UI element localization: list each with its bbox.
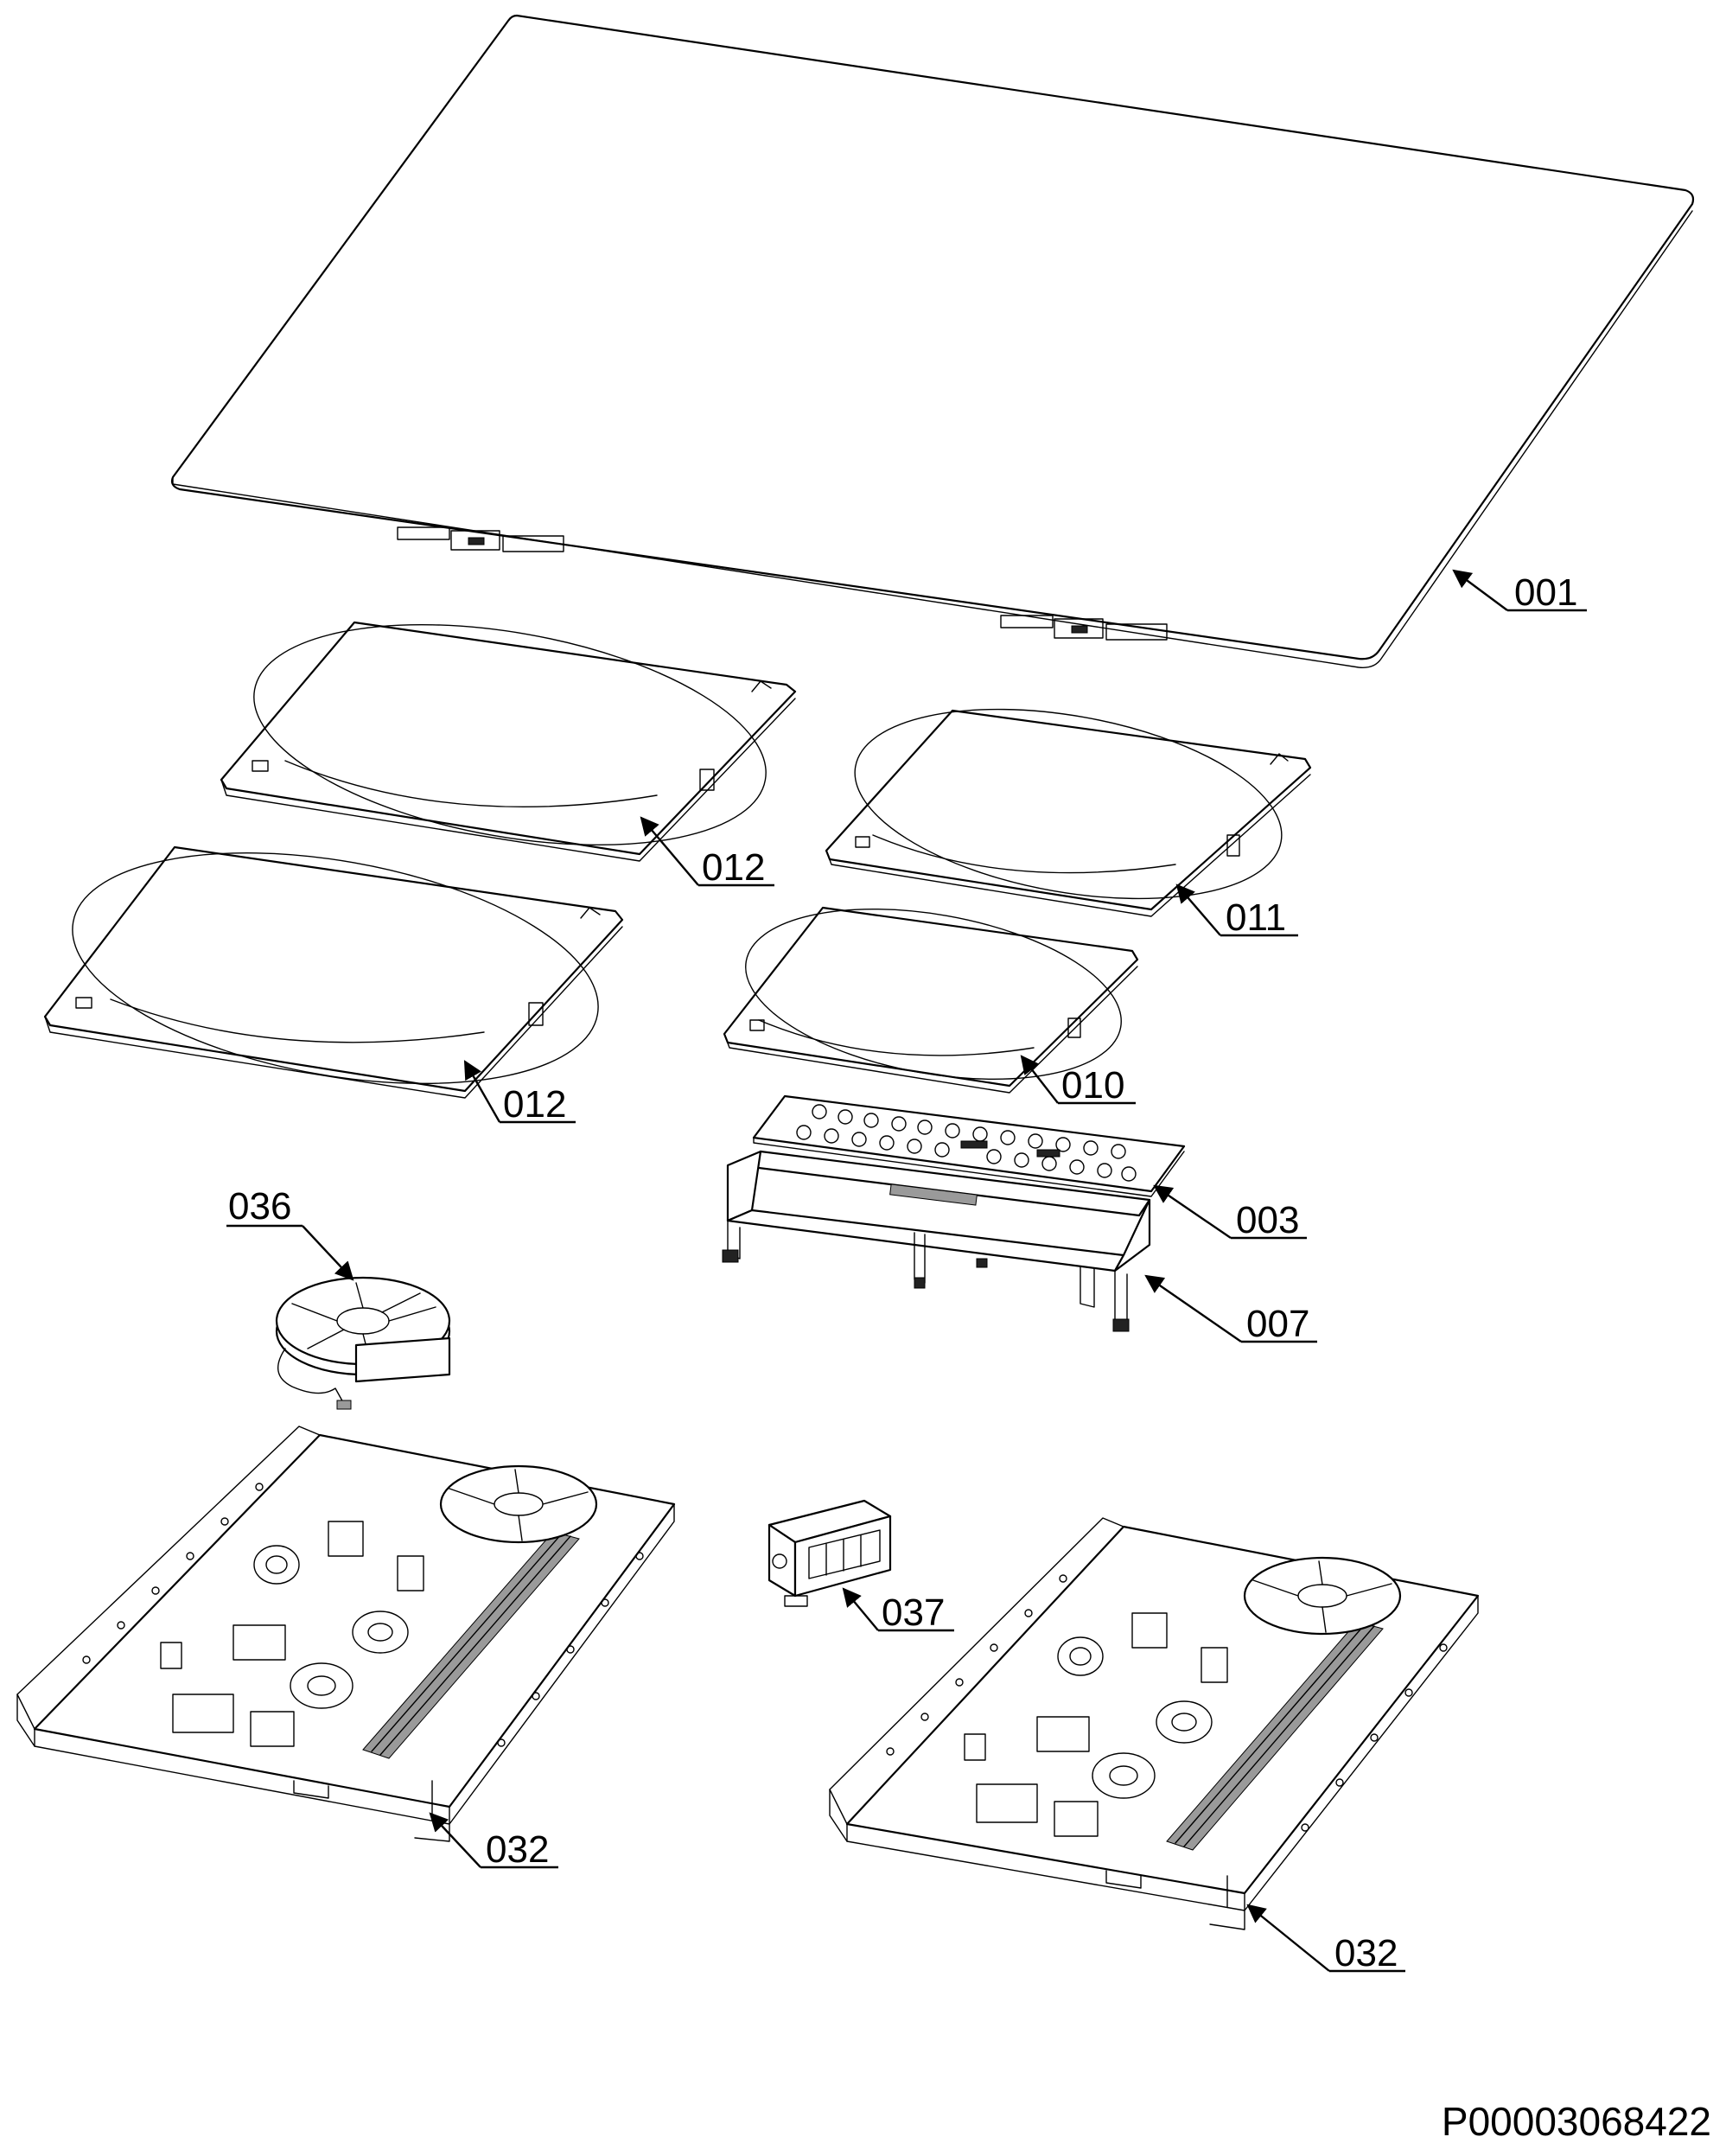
callout-007: 007 — [1144, 1274, 1317, 1345]
induction-coil-upper-left — [220, 621, 797, 862]
callout-label: 011 — [1226, 896, 1286, 939]
heatsink-left — [362, 1531, 580, 1759]
induction-coil-small — [723, 906, 1139, 1094]
cooling-fan — [275, 1276, 451, 1410]
power-board-left — [16, 1426, 676, 1842]
document-id: P00003068422 — [1442, 2099, 1711, 2144]
callout-label: 012 — [702, 846, 765, 889]
callout-label: 037 — [882, 1591, 945, 1634]
callout-label: 032 — [486, 1828, 549, 1871]
callout-010: 010 — [1020, 1055, 1136, 1107]
callout-037: 037 — [842, 1587, 954, 1634]
callout-036: 036 — [226, 1185, 354, 1281]
terminal-block — [767, 1499, 892, 1607]
callout-label: 001 — [1514, 571, 1577, 614]
callout-label: 003 — [1236, 1199, 1299, 1241]
pcb-components — [796, 1104, 1137, 1182]
callout-003: 003 — [1153, 1184, 1307, 1241]
callout-012-lower: 012 — [463, 1060, 576, 1126]
callout-032-right: 032 — [1246, 1904, 1405, 1974]
power-board-right — [829, 1517, 1480, 1930]
glass-top-plate — [170, 14, 1695, 668]
induction-coil-lower-left — [43, 845, 624, 1099]
callout-011: 011 — [1175, 883, 1298, 939]
control-pcb — [752, 1094, 1186, 1197]
callout-012-upper: 012 — [640, 816, 774, 889]
callout-label: 036 — [228, 1185, 291, 1228]
callout-001: 001 — [1452, 569, 1587, 614]
callout-label: 007 — [1246, 1303, 1309, 1345]
pcb-holder-frame — [722, 1150, 1151, 1332]
callout-label: 012 — [503, 1083, 566, 1126]
callout-label: 032 — [1334, 1932, 1398, 1974]
induction-coil-upper-right — [825, 708, 1312, 917]
callout-label: 010 — [1061, 1064, 1124, 1107]
callout-032-left: 032 — [429, 1812, 558, 1871]
heatsink-right — [1166, 1621, 1384, 1851]
